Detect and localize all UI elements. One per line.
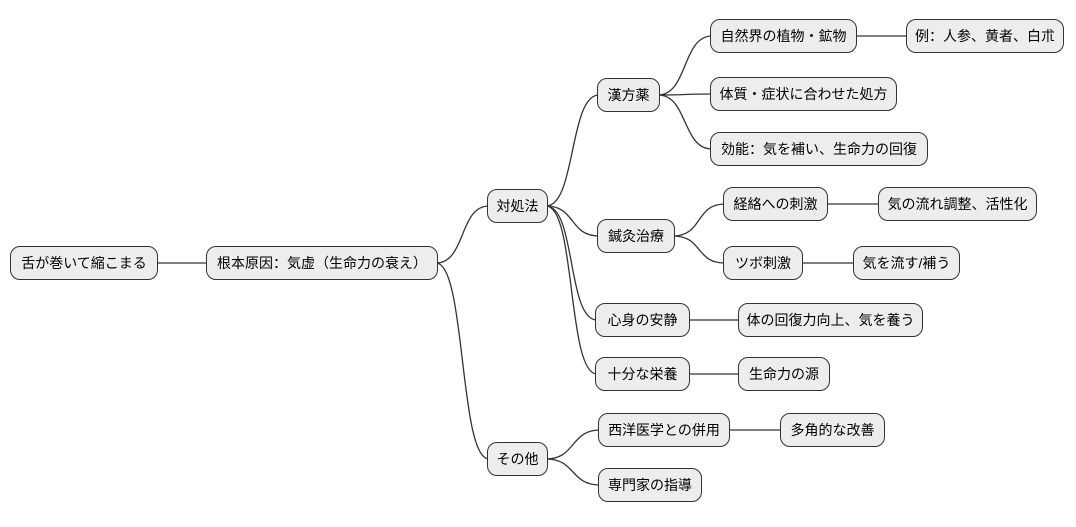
- edge-rootcause-countermeasures: [435, 205, 490, 264]
- node-natural: 自然界の植物・鉱物: [710, 19, 857, 53]
- node-tsubo: ツボ刺激: [723, 246, 803, 280]
- edge-acupuncture-tsubo: [672, 235, 726, 264]
- node-countermeasures: 対処法: [487, 189, 548, 223]
- edge-kampo-prescription: [657, 93, 713, 96]
- node-source: 生命力の源: [738, 357, 830, 391]
- node-meridian: 経絡への刺激: [723, 187, 828, 221]
- edge-kampo-efficacy: [657, 94, 713, 150]
- node-nutrition: 十分な栄養: [595, 357, 690, 391]
- node-examples: 例：人参、黄者、白朮: [906, 19, 1064, 53]
- edge-acupuncture-meridian: [672, 203, 726, 237]
- edge-countermeasures-rest: [545, 205, 598, 321]
- edge-countermeasures-nutrition: [545, 205, 598, 375]
- node-symptom: 舌が巻いて縮こまる: [10, 246, 158, 280]
- node-recovery: 体の回復力向上、気を養う: [738, 303, 923, 337]
- edge-kampo-natural: [657, 35, 713, 96]
- node-efficacy: 効能：気を補い、生命力の回復: [710, 132, 928, 166]
- node-prescription: 体質・症状に合わせた処方: [710, 77, 897, 111]
- node-rest: 心身の安静: [595, 303, 690, 337]
- node-flow: 気の流れ調整、活性化: [878, 187, 1037, 221]
- node-kampo: 漢方薬: [597, 78, 660, 112]
- node-others: その他: [487, 442, 548, 476]
- edge-countermeasures-acupuncture: [545, 205, 600, 237]
- edge-rootcause-others: [435, 262, 490, 460]
- edge-countermeasures-kampo: [545, 94, 600, 207]
- node-improvement: 多角的な改善: [780, 413, 885, 447]
- node-supplement: 気を流す/補う: [853, 246, 960, 280]
- node-expert: 専門家の指導: [598, 468, 702, 502]
- node-acupuncture: 鍼灸治療: [597, 219, 675, 253]
- node-western: 西洋医学との併用: [598, 413, 730, 447]
- node-root-cause: 根本原因：気虚（生命力の衰え）: [206, 246, 438, 280]
- edge-others-western: [545, 429, 601, 460]
- edge-others-expert: [545, 458, 601, 486]
